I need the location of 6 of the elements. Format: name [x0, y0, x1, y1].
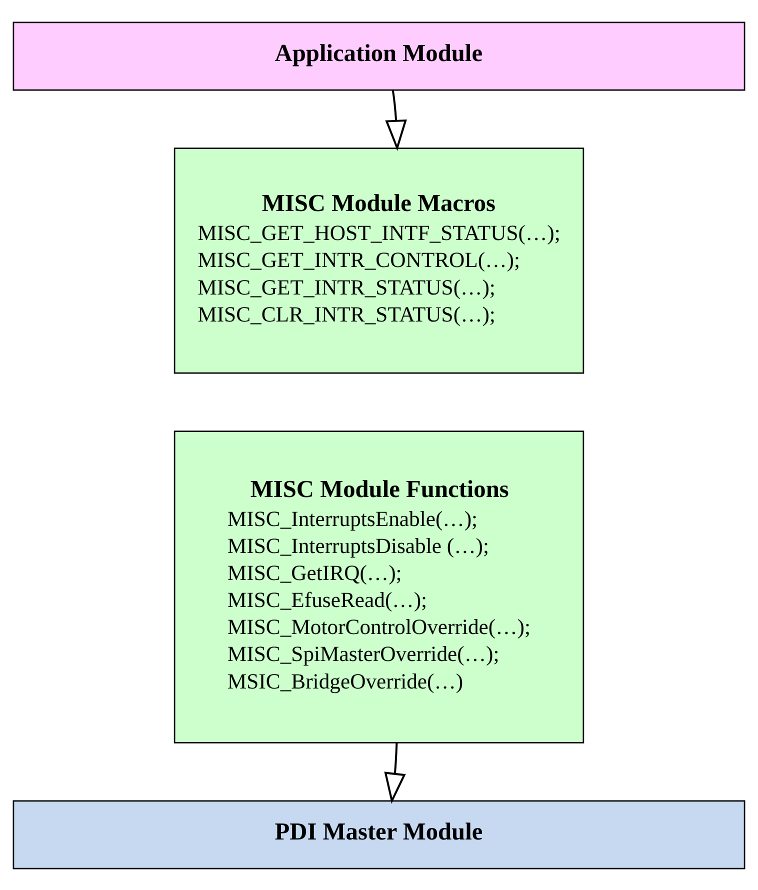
arrow — [384, 742, 406, 804]
node-box: PDI Master Module — [12, 800, 746, 869]
node-box: MISC Module Macros MISC_GET_HOST_INTF_STATUS(…); MISC_GET_INTR_CONTROL(…); MISC_GET_INTR_STATUS(…); MISC_CLR_INTR_STATUS(…); — [174, 147, 584, 374]
arrow — [385, 90, 407, 151]
node-box: MISC Module Functions MISC_InterruptsEnable(…); MISC_InterruptsDisable (…); MISC_GetIRQ(…); MISC_EfuseRead(…); MISC_MotorControlOverride(…); MISC_SpiMasterOverride(…); MSIC_BridgeOverride(…) — [174, 430, 584, 743]
node-box: Application Module — [12, 21, 746, 90]
